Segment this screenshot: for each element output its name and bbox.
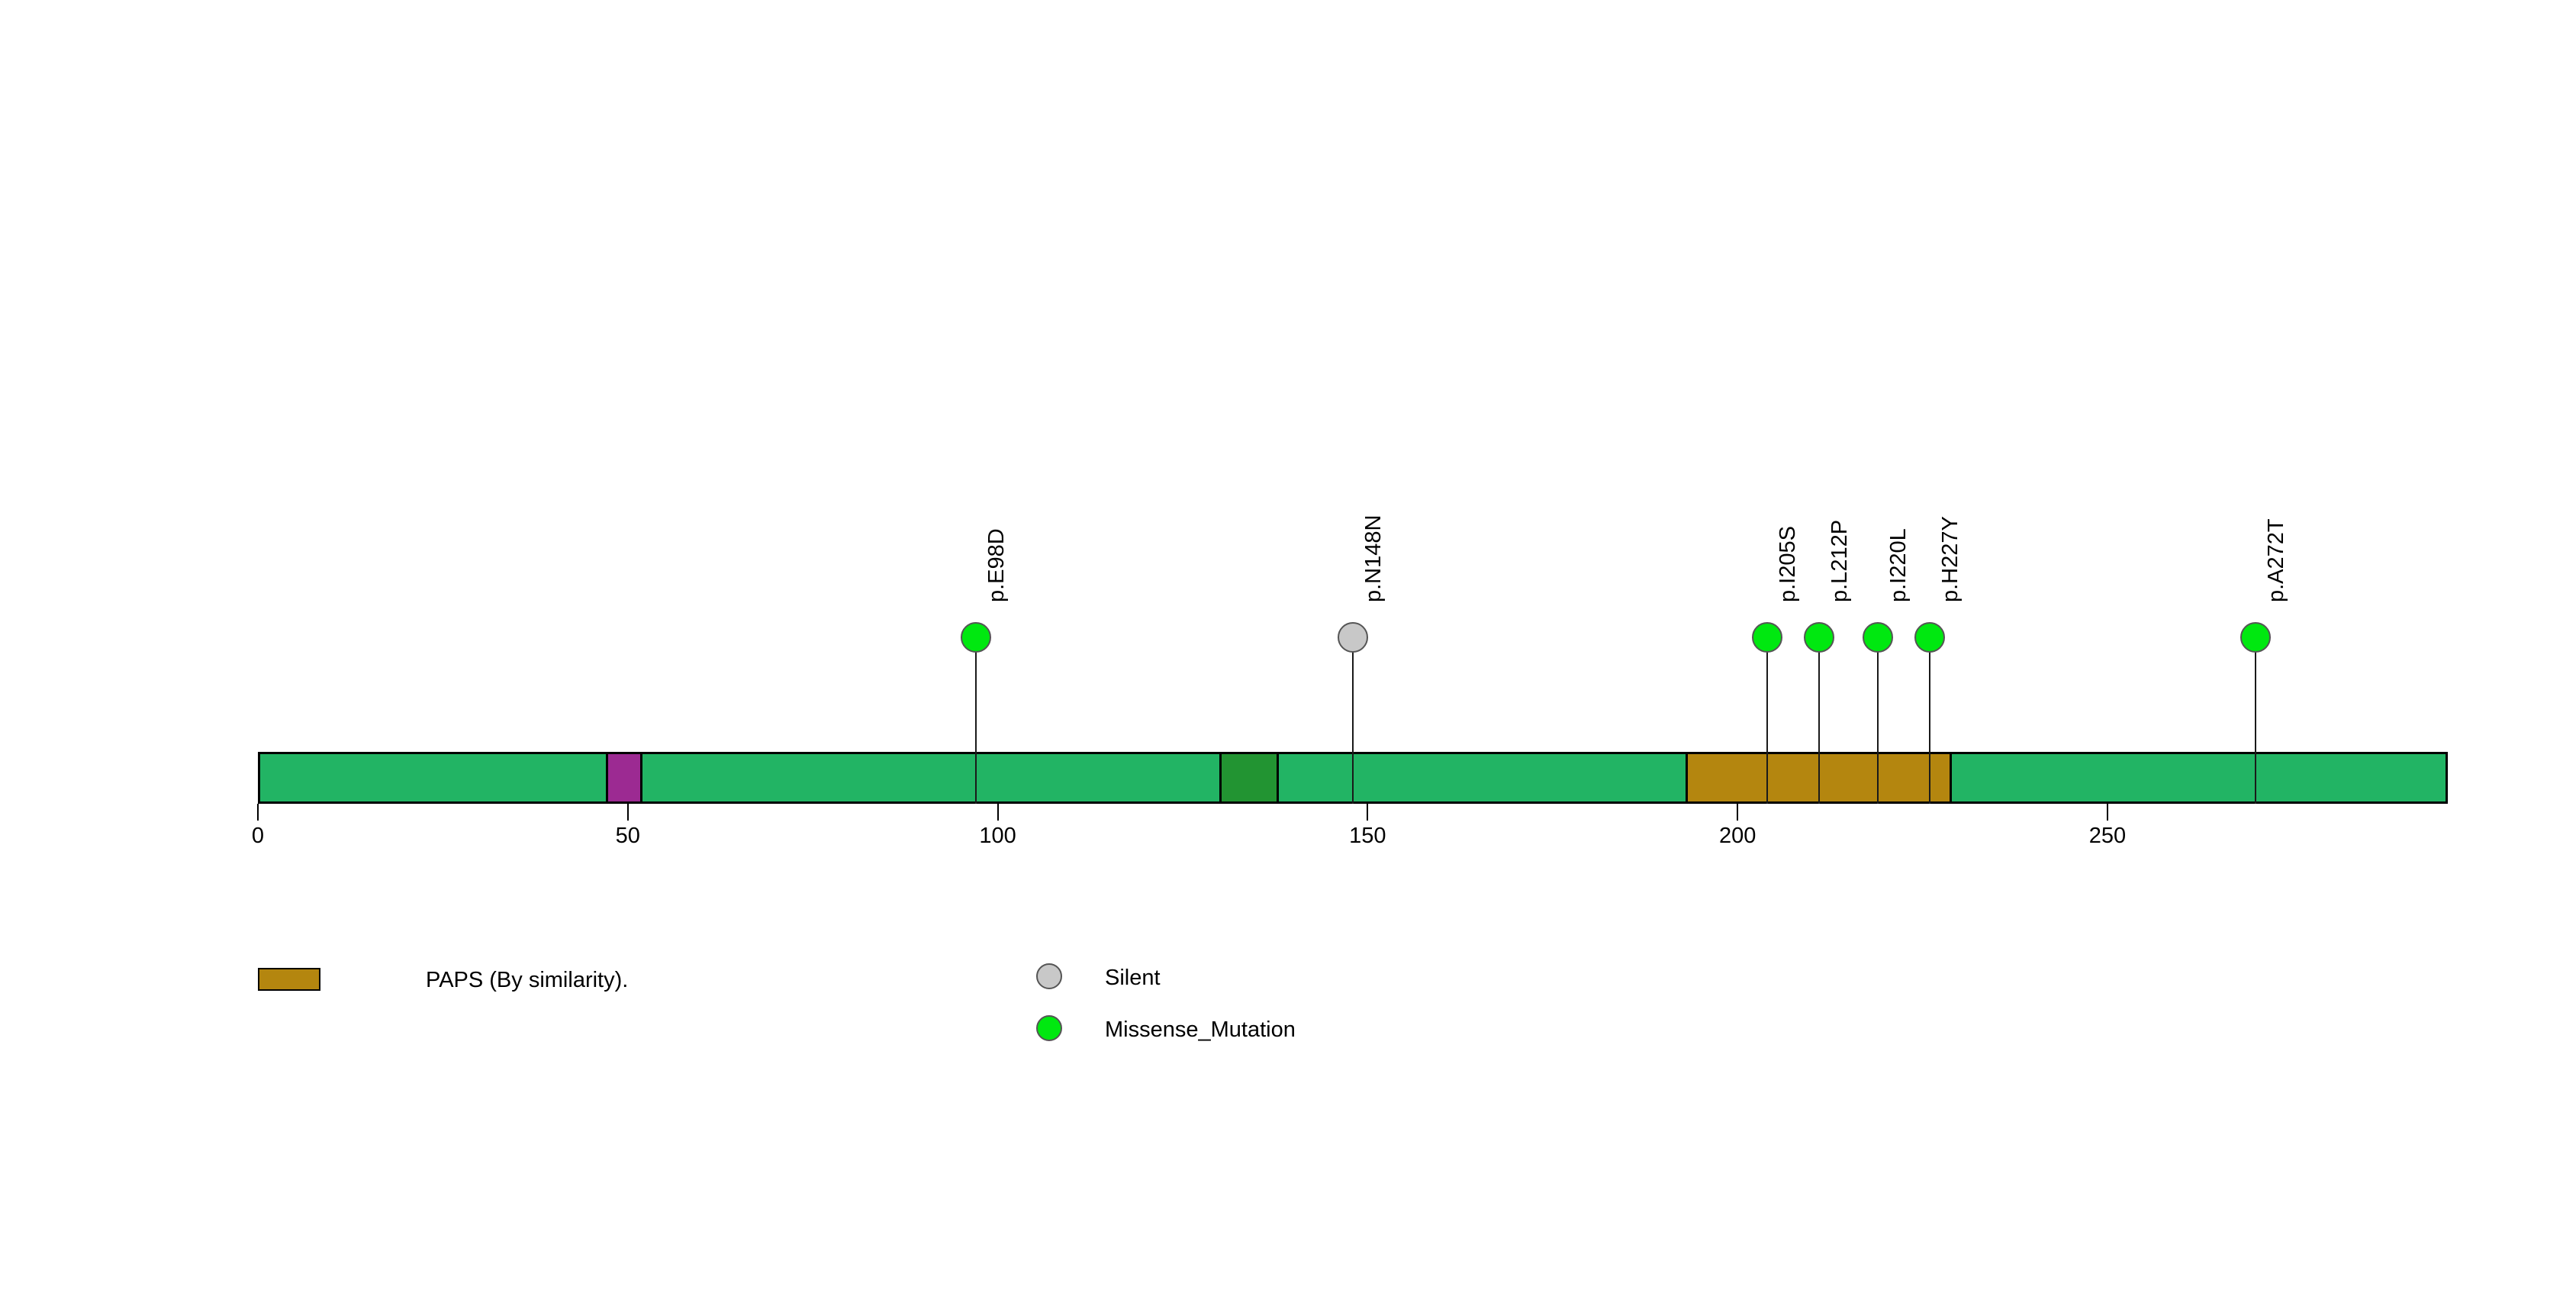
- lollipop-label: p.E98D: [984, 528, 1009, 602]
- axis-tick: [997, 804, 999, 821]
- axis-tick-label: 100: [979, 824, 1016, 848]
- lollipop-stem: [974, 637, 977, 804]
- axis-tick: [2106, 804, 2108, 821]
- lollipop-head[interactable]: [1863, 622, 1894, 653]
- lollipop-stem: [1929, 637, 1931, 804]
- axis-tick-label: 200: [1718, 824, 1757, 848]
- lollipop-head[interactable]: [1914, 622, 1946, 653]
- lollipop-label: p.A272T: [2263, 518, 2288, 602]
- axis-tick-label: 0: [251, 824, 265, 848]
- lollipop-head[interactable]: [1803, 622, 1834, 653]
- lollipop-stem: [1877, 637, 1879, 804]
- lollipop-stem: [1766, 637, 1768, 804]
- legend-mutation-dot: [1036, 963, 1062, 989]
- lollipop-stem: [1818, 637, 1820, 804]
- axis-tick-label: 150: [1349, 824, 1386, 848]
- axis-tick-label: 50: [615, 824, 640, 848]
- lollipop-label: p.N148N: [1360, 514, 1386, 602]
- lollipop-stem: [1351, 637, 1354, 804]
- legend-mutation-label: Missense_Mutation: [1105, 1017, 1296, 1042]
- legend-domain-label: PAPS (By similarity).: [426, 968, 629, 992]
- lollipop-label: p.L212P: [1827, 519, 1852, 602]
- axis-tick: [626, 804, 629, 821]
- legend-domain-swatch: [258, 968, 320, 991]
- axis-tick-label: 250: [2088, 824, 2127, 848]
- lollipop-label: p.I205S: [1775, 526, 1800, 602]
- legend-mutation-label: Silent: [1105, 966, 1161, 990]
- axis-tick: [1737, 804, 1739, 821]
- lollipop-head[interactable]: [2240, 622, 2271, 653]
- lollipop-label: p.H227Y: [1938, 516, 1963, 602]
- lollipop-stem: [2254, 637, 2256, 804]
- protein-domain[interactable]: [1219, 754, 1280, 801]
- lollipop-label: p.I220L: [1886, 528, 1911, 602]
- lollipop-head[interactable]: [1751, 622, 1782, 653]
- legend-mutation-dot: [1036, 1015, 1062, 1041]
- axis-tick: [257, 804, 259, 821]
- lollipop-head[interactable]: [960, 622, 991, 653]
- lollipop-head[interactable]: [1337, 622, 1368, 653]
- protein-domain[interactable]: [605, 754, 643, 801]
- axis-tick: [1367, 804, 1369, 821]
